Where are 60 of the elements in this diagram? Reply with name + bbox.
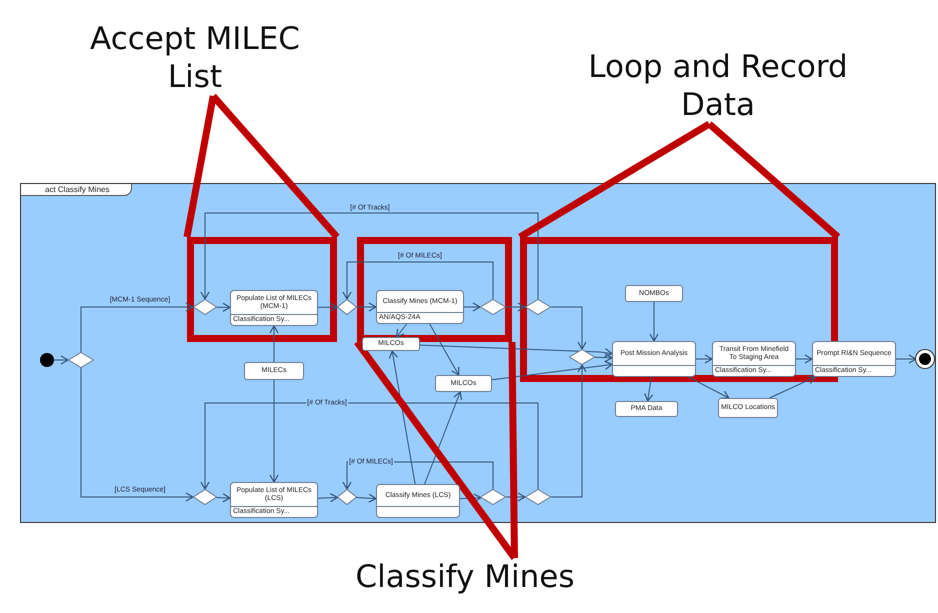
decision-diamond: [525, 489, 551, 505]
decision-diamond: [569, 349, 595, 365]
decision-diamond: [193, 299, 217, 315]
arrow: [429, 324, 460, 376]
arrow: [80, 302, 194, 352]
arrow: [550, 364, 587, 498]
arrow: [464, 302, 481, 312]
action-box: [230, 482, 318, 518]
action-box: [712, 341, 796, 377]
arrow: [424, 391, 462, 484]
arrow: [769, 376, 816, 398]
arrow: [420, 344, 613, 358]
arrow: [318, 493, 338, 502]
decision-diamond: [337, 489, 357, 505]
action-box: [376, 290, 464, 324]
decision-diamond: [337, 299, 357, 315]
arrow: [200, 402, 538, 490]
arrow: [396, 324, 408, 338]
arrow: [54, 355, 69, 365]
arrow: [80, 368, 194, 502]
arrow: [318, 302, 338, 312]
decision-diamond: [480, 299, 506, 315]
action-box: [812, 341, 896, 377]
arrow: [550, 306, 587, 350]
arrow: [269, 325, 279, 362]
end-node: [916, 350, 934, 368]
arrow: [688, 376, 730, 399]
arrow: [649, 302, 659, 342]
callout-title: Loop and Record Data: [573, 48, 863, 124]
arrow: [594, 353, 613, 362]
arrow: [460, 493, 482, 503]
action-box: [376, 484, 460, 518]
arrow: [342, 462, 494, 490]
callout-title: Classify Mines: [300, 558, 630, 598]
arrow: [492, 360, 613, 380]
arrow: [356, 494, 377, 503]
arrow: [200, 212, 538, 300]
arrow: [388, 350, 416, 484]
decision-diamond: [193, 489, 217, 505]
arrow: [696, 354, 713, 364]
highlight-frame: [187, 237, 337, 342]
frame-tab-label: act Classify Mines: [21, 184, 132, 196]
action-box: [612, 341, 696, 377]
arrow: [506, 492, 526, 502]
decision-diamond: [480, 489, 506, 505]
arrow: [269, 380, 279, 483]
arrow: [356, 302, 377, 312]
arrow: [896, 354, 917, 364]
callout-title: Accept MILEC List: [65, 20, 325, 96]
arrow: [342, 262, 494, 300]
action-box: [230, 290, 318, 326]
arrow: [216, 302, 231, 312]
start-node: [40, 353, 54, 367]
activity-frame: [20, 183, 936, 523]
arrow: [644, 376, 654, 402]
decision-diamond: [68, 352, 94, 368]
arrow: [506, 302, 526, 312]
arrow: [216, 493, 231, 502]
arrow: [796, 354, 813, 364]
decision-diamond: [525, 299, 551, 315]
